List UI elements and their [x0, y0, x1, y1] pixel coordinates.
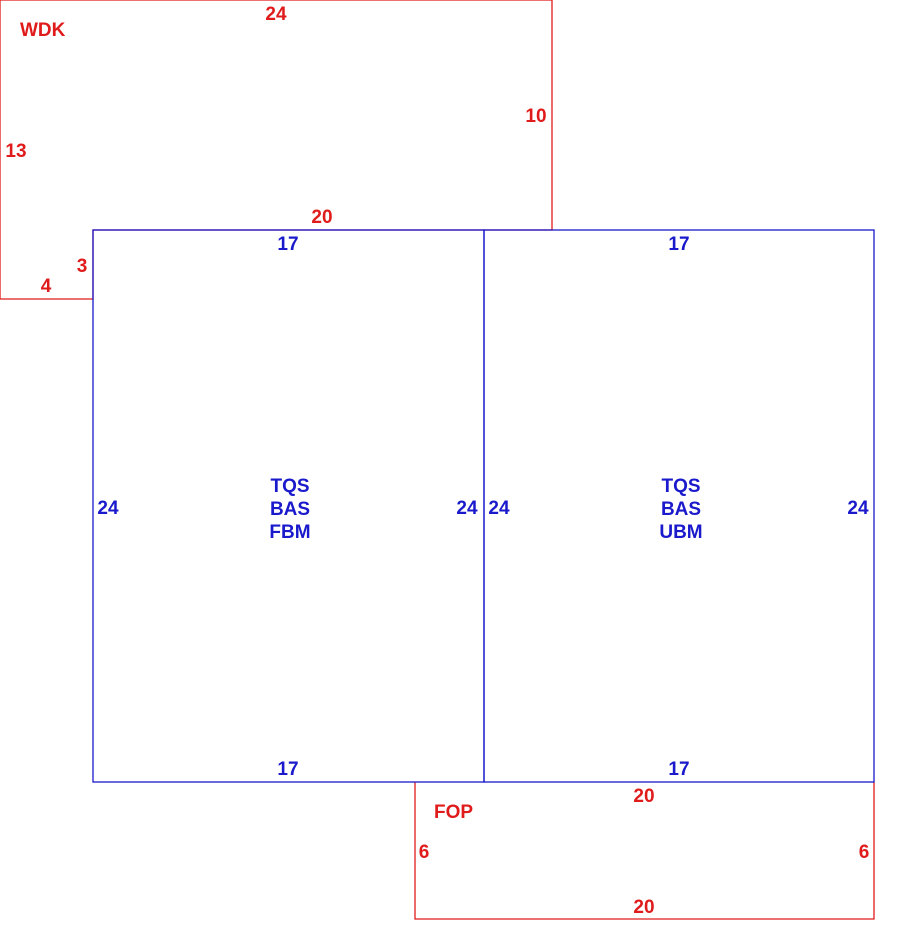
fbm-code-line-3: FBM [269, 522, 310, 543]
ubm-bottom-dimension: 17 [668, 759, 689, 780]
fbm-top-dimension: 17 [277, 234, 298, 255]
wdk-code-label: WDK [20, 20, 66, 41]
wdk-left-dimension: 13 [5, 141, 26, 162]
ubm-code-line-2: BAS [661, 499, 701, 520]
ubm-code-line-3: UBM [659, 522, 702, 543]
ubm-outline [483, 229, 875, 783]
wdk-right-dimension: 10 [525, 106, 546, 127]
ubm-code-line-1: TQS [661, 476, 700, 497]
wdk-bottom-dimension: 20 [311, 207, 332, 228]
fop-outline [414, 782, 875, 920]
ubm-top-dimension: 17 [668, 234, 689, 255]
fop-bottom-dimension: 20 [633, 897, 654, 918]
fop-left-dimension: 6 [419, 842, 430, 863]
fbm-right-dimension: 24 [456, 498, 478, 519]
wdk-step-vertical-dimension: 3 [77, 256, 88, 277]
fop-code-label: FOP [434, 802, 473, 823]
fbm-code-line-1: TQS [270, 476, 309, 497]
fbm-bottom-dimension: 17 [277, 759, 298, 780]
fop-top-dimension: 20 [633, 786, 654, 807]
ubm-right-dimension: 24 [847, 498, 869, 519]
wdk-step-horizontal-dimension: 4 [41, 276, 52, 297]
fbm-left-dimension: 24 [97, 498, 119, 519]
fbm-code-line-2: BAS [270, 499, 310, 520]
ubm-left-dimension: 24 [488, 498, 510, 519]
fop-right-dimension: 6 [859, 842, 870, 863]
wdk-outline [0, 0, 553, 300]
wdk-top-dimension: 24 [265, 4, 287, 25]
